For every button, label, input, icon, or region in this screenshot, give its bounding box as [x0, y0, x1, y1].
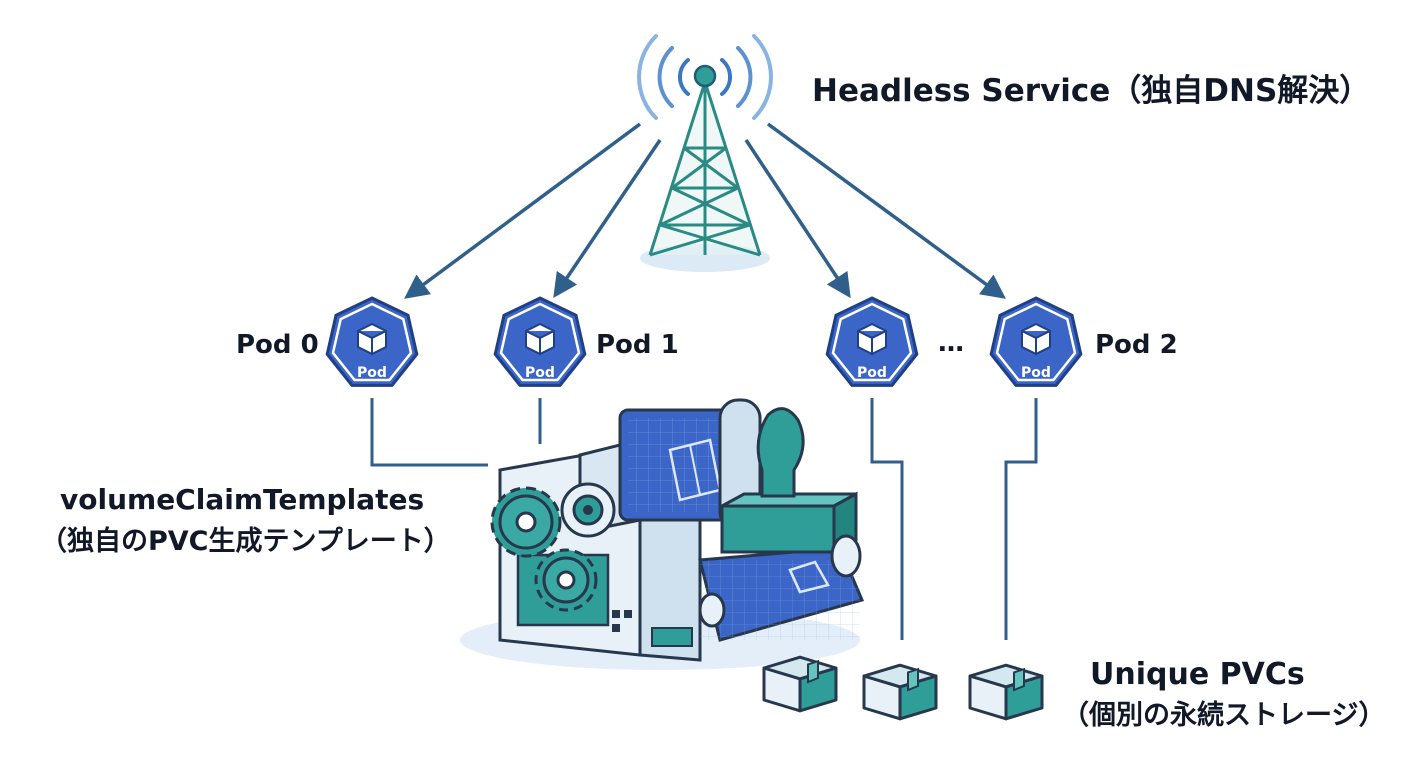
storage-box-icon: [762, 655, 838, 713]
pod-connectors: [370, 398, 1038, 640]
storage-box-icon: [862, 663, 938, 721]
pod-icon: Pod: [325, 296, 419, 387]
pod-badge-label: Pod: [857, 365, 887, 381]
radio-tower-icon: [640, 64, 770, 272]
unique-pvcs-subtitle: （個別の永続ストレージ）: [1062, 700, 1386, 731]
pod-badge-label: Pod: [357, 365, 387, 381]
pod-badge-label: Pod: [1021, 365, 1051, 381]
gear-icon: [534, 548, 598, 612]
gear-icon: [490, 486, 562, 558]
pod-ellipsis: …: [938, 328, 966, 358]
pod-1-label: Pod 1: [596, 330, 679, 360]
volume-claim-templates-subtitle: （独自のPVC生成テンプレート）: [40, 526, 451, 557]
dns-arrows: [404, 122, 1006, 299]
arrow-to-pod-0: [404, 122, 642, 299]
arrow-to-pod-2: [766, 122, 1006, 299]
pod-badge-label: Pod: [525, 365, 555, 381]
pod-2-label: Pod 2: [1095, 330, 1178, 360]
signal-waves-icon: [637, 34, 773, 120]
volume-claim-templates-title: volumeClaimTemplates: [60, 483, 425, 516]
headless-service-label: Headless Service（独自DNS解決）: [812, 73, 1371, 109]
arrow-to-pod-1: [553, 139, 662, 299]
pod-icon: Pod: [825, 296, 919, 387]
arrow-to-pod-3: [744, 139, 851, 299]
pod-icon: Pod: [493, 296, 587, 387]
pod-icon: Pod: [989, 296, 1083, 387]
pod-0-label: Pod 0: [236, 330, 319, 360]
unique-pvcs-title: Unique PVCs: [1090, 657, 1305, 692]
storage-box-icon: [968, 663, 1044, 721]
template-machine-icon: [460, 398, 865, 670]
